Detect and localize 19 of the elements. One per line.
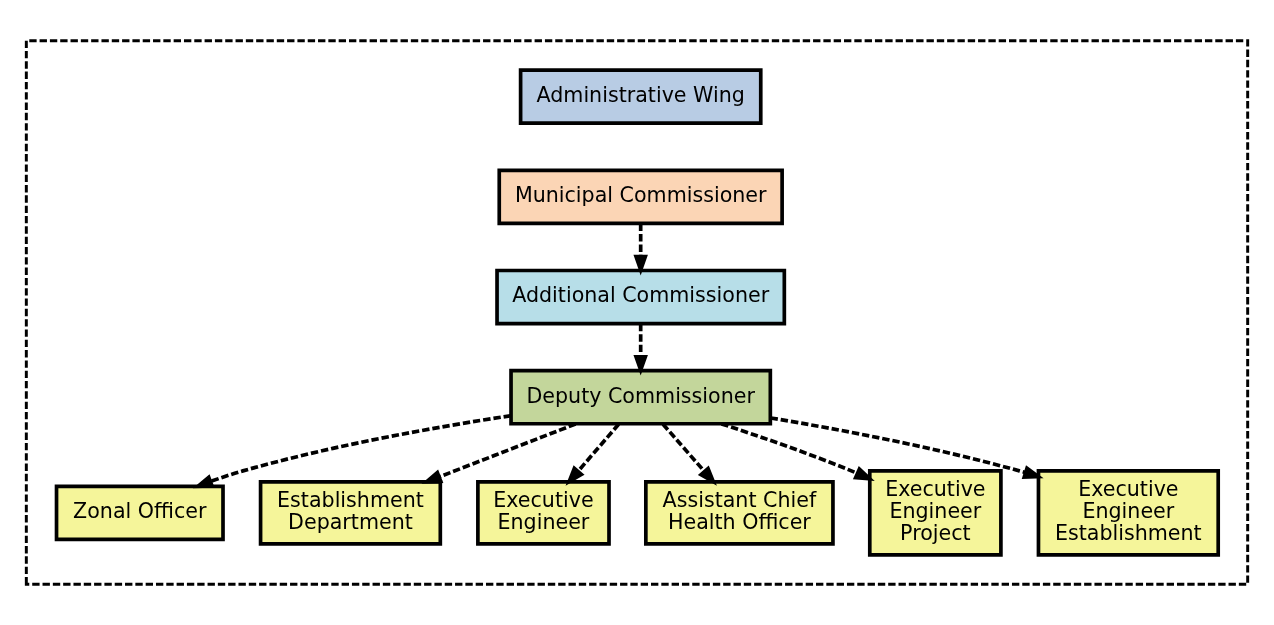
node-box: Assistant Chief Health Officer [644, 480, 835, 546]
arrow [421, 422, 577, 484]
arrow [661, 423, 717, 486]
arrow [770, 416, 1044, 480]
arrow [192, 413, 511, 489]
node-box: Establishment Department [258, 480, 443, 546]
node-box: Executive Engineer [476, 480, 611, 546]
arrow [565, 423, 620, 486]
arrow [633, 324, 648, 376]
cluster [24, 39, 1250, 586]
node-box: Deputy Commissioner [509, 368, 773, 426]
arrow [720, 422, 875, 482]
arrow [633, 223, 648, 276]
node-box: Additional Commissioner [495, 268, 787, 326]
node-box: Zonal Officer [54, 484, 225, 542]
node-box: Administrative Wing [518, 68, 763, 126]
node-box: Executive Engineer Project [867, 469, 1003, 557]
node-box: Municipal Commissioner [497, 168, 784, 226]
node-box: Executive Engineer Establishment [1036, 469, 1221, 557]
